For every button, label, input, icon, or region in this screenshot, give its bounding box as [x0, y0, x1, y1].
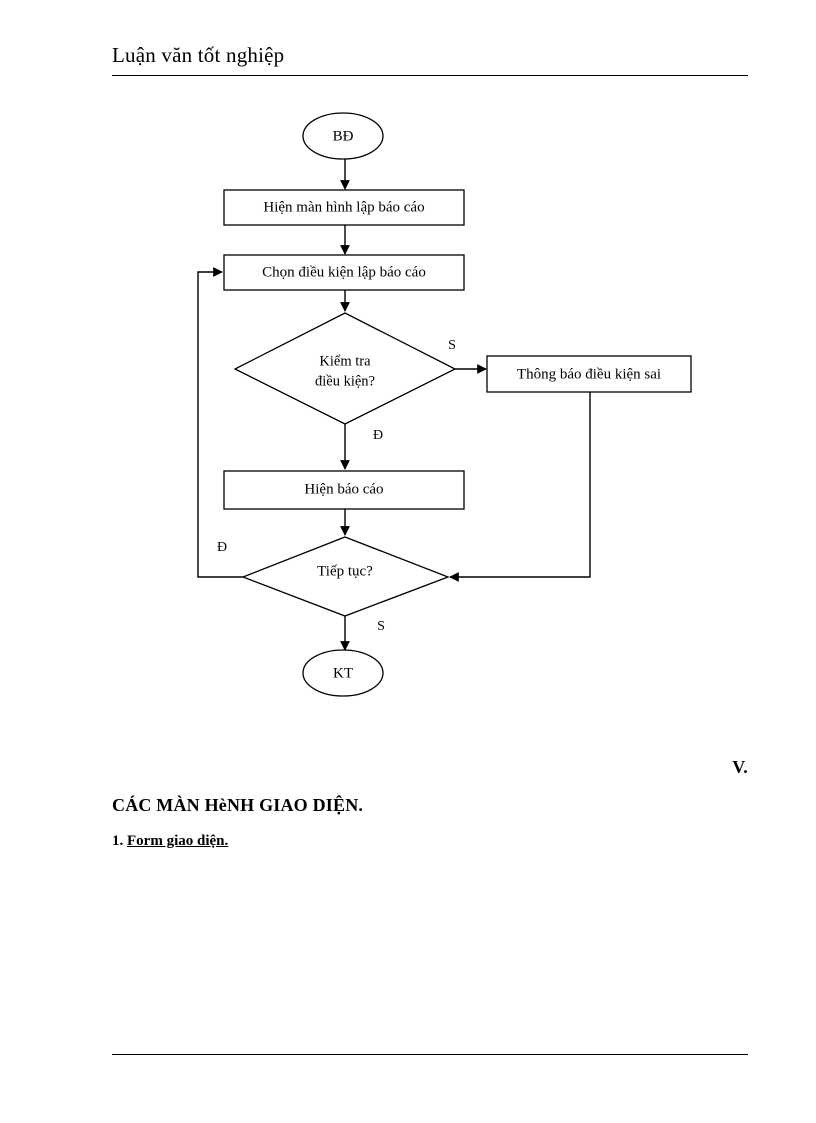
flow-edge-label-s-1: S	[448, 338, 456, 353]
flow-error-box-label: Thông báo điều kiện sai	[517, 366, 661, 382]
flow-edge-label-s-2: S	[377, 619, 385, 634]
sub-heading-number: 1.	[112, 833, 127, 849]
connector-decision2-loop-to-process2	[197, 267, 243, 578]
connector-errorbox-to-decision2	[449, 392, 591, 582]
footer-divider	[112, 1054, 748, 1055]
flow-process-3-box	[223, 470, 465, 510]
flow-process-1-box	[223, 189, 465, 226]
flow-decision-1-label-line2: điều kiện?	[315, 373, 375, 389]
flow-decision-1-label-line1: Kiểm tra	[319, 353, 371, 369]
sub-heading: 1. Form giao diện.	[112, 833, 228, 850]
flow-process-1-label: Hiện màn hình lập báo cáo	[263, 199, 424, 215]
flow-edge-label-d-2: Đ	[217, 540, 227, 555]
section-heading: CÁC MÀN HèNH GIAO DIỆN.	[112, 795, 364, 815]
flow-end-terminal	[302, 649, 384, 697]
flow-end-label: KT	[333, 665, 353, 681]
header-title: Luận văn tốt nghiệp	[112, 43, 285, 67]
flow-edge-label-d-1: Đ	[373, 428, 383, 443]
section-roman-marker: V.	[732, 757, 748, 777]
header-divider	[112, 75, 748, 76]
flow-decision-2-diamond	[241, 536, 450, 617]
flow-decision-2-label: Tiếp tục?	[317, 563, 373, 579]
sub-heading-title: Form giao diện.	[127, 833, 229, 849]
page-header: Luận văn tốt nghiệp	[112, 43, 748, 67]
flowchart-diagram: BĐ Hiện màn hình lập báo cáo Chọn điều k…	[197, 112, 692, 697]
flow-error-box	[486, 355, 692, 393]
flow-start-label: BĐ	[333, 128, 354, 144]
flow-process-2-label: Chọn điều kiện lập báo cáo	[262, 264, 426, 280]
flow-process-3-label: Hiện báo cáo	[304, 481, 383, 497]
flow-process-2-box	[223, 254, 465, 291]
flow-decision-1-diamond	[233, 312, 457, 425]
flow-start-terminal	[302, 112, 384, 160]
